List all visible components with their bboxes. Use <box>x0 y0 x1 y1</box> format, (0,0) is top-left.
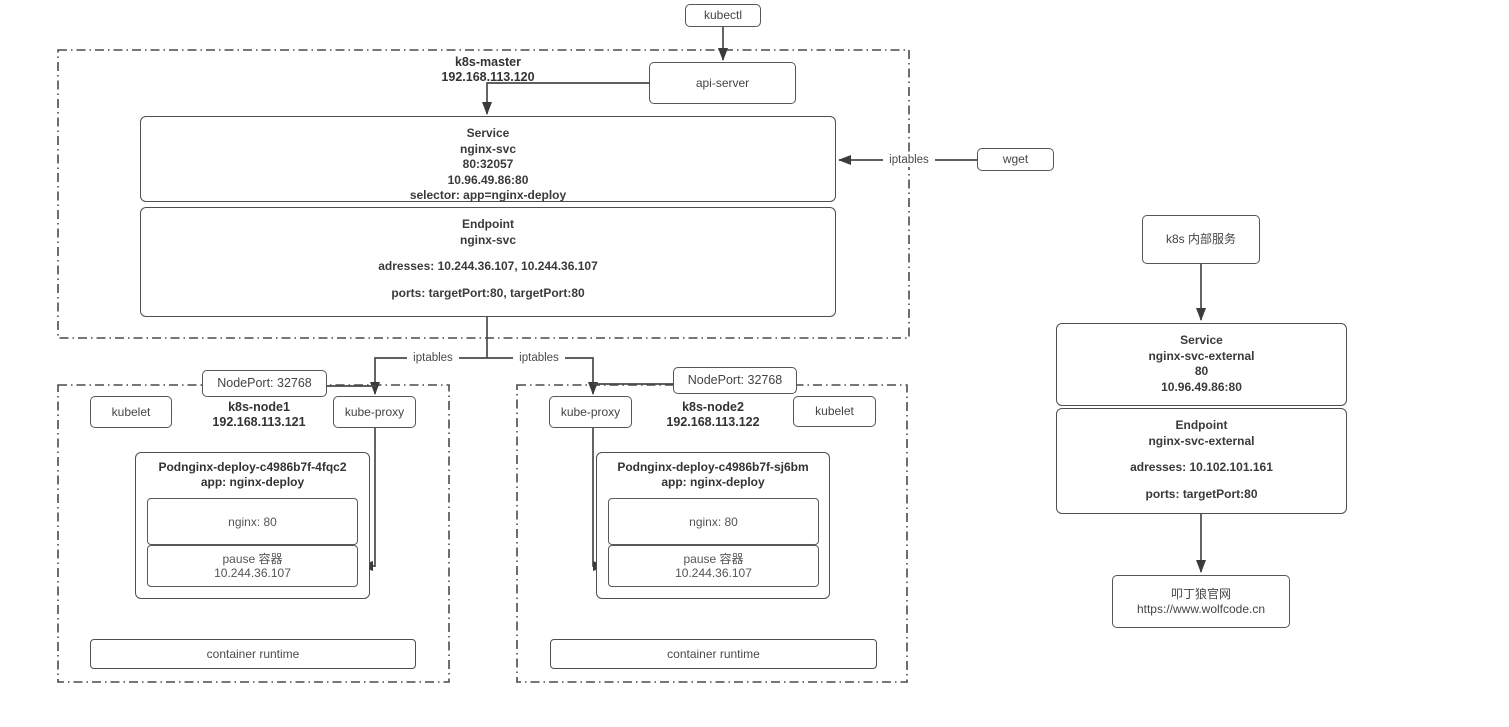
node1-label: k8s-node1 192.168.113.121 <box>200 400 318 430</box>
service-ext-ports: 80 <box>1194 364 1209 378</box>
pod2-app: app: nginx-deploy <box>661 474 765 489</box>
service-ports: 80:32057 <box>462 157 514 171</box>
api-server-box: api-server <box>649 62 796 104</box>
node2-dashed-border <box>516 384 908 683</box>
master-node-name: k8s-master <box>454 55 521 69</box>
master-node-label: k8s-master 192.168.113.120 <box>428 55 548 85</box>
service-nginx-svc-panel: Service nginx-svc 80:32057 10.96.49.86:8… <box>140 116 836 202</box>
website-url: https://www.wolfcode.cn <box>1136 601 1266 616</box>
pause-container-node2: pause 容器 10.244.36.107 <box>608 545 819 587</box>
nginx-container-node1: nginx: 80 <box>147 498 358 545</box>
nodeport-box-node2: NodePort: 32768 <box>673 367 797 394</box>
node1-dashed-border <box>57 384 450 683</box>
pause-label-node1: pause 容器 <box>222 552 283 566</box>
container-runtime-box-node1: container runtime <box>90 639 416 669</box>
endpoint-addresses: adresses: 10.244.36.107, 10.244.36.107 <box>378 259 598 273</box>
nginx-container-node2: nginx: 80 <box>608 498 819 545</box>
kubectl-box: kubectl <box>685 4 761 27</box>
kube-proxy-label-node2: kube-proxy <box>560 404 621 419</box>
pause-ip-node2: 10.244.36.107 <box>675 566 752 580</box>
nodeport-label-node2: NodePort: 32768 <box>687 373 783 387</box>
pause-ip-node1: 10.244.36.107 <box>214 566 291 580</box>
kube-proxy-label-node1: kube-proxy <box>344 404 405 419</box>
nginx-label-node2: nginx: 80 <box>689 514 738 529</box>
service-ext-cluster-ip: 10.96.49.86:80 <box>1161 379 1242 394</box>
endpoint-ports: ports: targetPort:80, targetPort:80 <box>391 285 585 300</box>
master-dashed-border <box>57 49 910 339</box>
node2-ip: 192.168.113.122 <box>666 415 760 429</box>
node2-name: k8s-node2 <box>682 400 744 414</box>
kubelet-label-node1: kubelet <box>111 404 151 419</box>
internal-service-box: k8s 内部服务 <box>1142 215 1260 264</box>
service-selector: selector: app=nginx-deploy <box>409 188 567 202</box>
pod-box-node1: Podnginx-deploy-c4986b7f-4fqc2 app: ngin… <box>135 452 370 599</box>
kube-proxy-box-node2: kube-proxy <box>549 396 632 428</box>
website-box: 叩丁狼官网 https://www.wolfcode.cn <box>1112 575 1290 628</box>
service-title: Service <box>466 126 510 140</box>
iptables-label-wget: iptables <box>883 153 935 167</box>
endpoint-ext-ports: ports: targetPort:80 <box>1145 486 1258 501</box>
wget-label: wget <box>1002 152 1029 167</box>
container-runtime-label-node2: container runtime <box>667 647 760 661</box>
iptables-label-node1: iptables <box>407 351 459 365</box>
pause-container-node1: pause 容器 10.244.36.107 <box>147 545 358 587</box>
endpoint-title: Endpoint <box>462 217 514 231</box>
endpoint-external-panel: Endpoint nginx-svc-external adresses: 10… <box>1056 408 1347 514</box>
api-server-label: api-server <box>695 75 750 90</box>
pod2-name: Podnginx-deploy-c4986b7f-sj6bm <box>617 460 809 474</box>
wget-box: wget <box>977 148 1054 171</box>
service-external-panel: Service nginx-svc-external 80 10.96.49.8… <box>1056 323 1347 406</box>
nodeport-label-node1: NodePort: 32768 <box>217 376 312 390</box>
endpoint-nginx-svc-panel: Endpoint nginx-svc adresses: 10.244.36.1… <box>140 207 836 317</box>
kubelet-box-node1: kubelet <box>90 396 172 428</box>
nginx-label-node1: nginx: 80 <box>228 514 277 529</box>
node1-name: k8s-node1 <box>228 400 290 414</box>
container-runtime-box-node2: container runtime <box>550 639 877 669</box>
kubelet-label-node2: kubelet <box>815 404 854 419</box>
internal-service-label: k8s 内部服务 <box>1165 232 1236 247</box>
endpoint-ext-addresses: adresses: 10.102.101.161 <box>1130 460 1273 474</box>
pod1-app: app: nginx-deploy <box>200 474 305 489</box>
pod1-name: Podnginx-deploy-c4986b7f-4fqc2 <box>158 460 347 474</box>
kubectl-label: kubectl <box>703 8 743 23</box>
endpoint-ext-name: nginx-svc-external <box>1148 433 1255 448</box>
kube-proxy-box-node1: kube-proxy <box>333 396 416 428</box>
pause-label-node2: pause 容器 <box>683 552 744 566</box>
endpoint-name: nginx-svc <box>459 232 516 247</box>
node1-ip: 192.168.113.121 <box>212 415 306 429</box>
service-name: nginx-svc <box>459 141 516 156</box>
nodeport-box-node1: NodePort: 32768 <box>202 370 327 397</box>
service-cluster-ip: 10.96.49.86:80 <box>447 172 529 187</box>
pod-box-node2: Podnginx-deploy-c4986b7f-sj6bm app: ngin… <box>596 452 830 599</box>
service-ext-title: Service <box>1180 333 1223 347</box>
service-ext-name: nginx-svc-external <box>1148 348 1255 363</box>
master-node-ip: 192.168.113.120 <box>441 70 535 84</box>
website-name: 叩丁狼官网 <box>1170 587 1231 602</box>
apiserver-to-service-arrow <box>482 82 650 115</box>
node2-label: k8s-node2 192.168.113.122 <box>654 400 772 430</box>
endpoint-ext-title: Endpoint <box>1175 418 1228 432</box>
kubelet-box-node2: kubelet <box>793 396 876 427</box>
iptables-label-node2: iptables <box>513 351 565 365</box>
container-runtime-label-node1: container runtime <box>206 647 300 661</box>
